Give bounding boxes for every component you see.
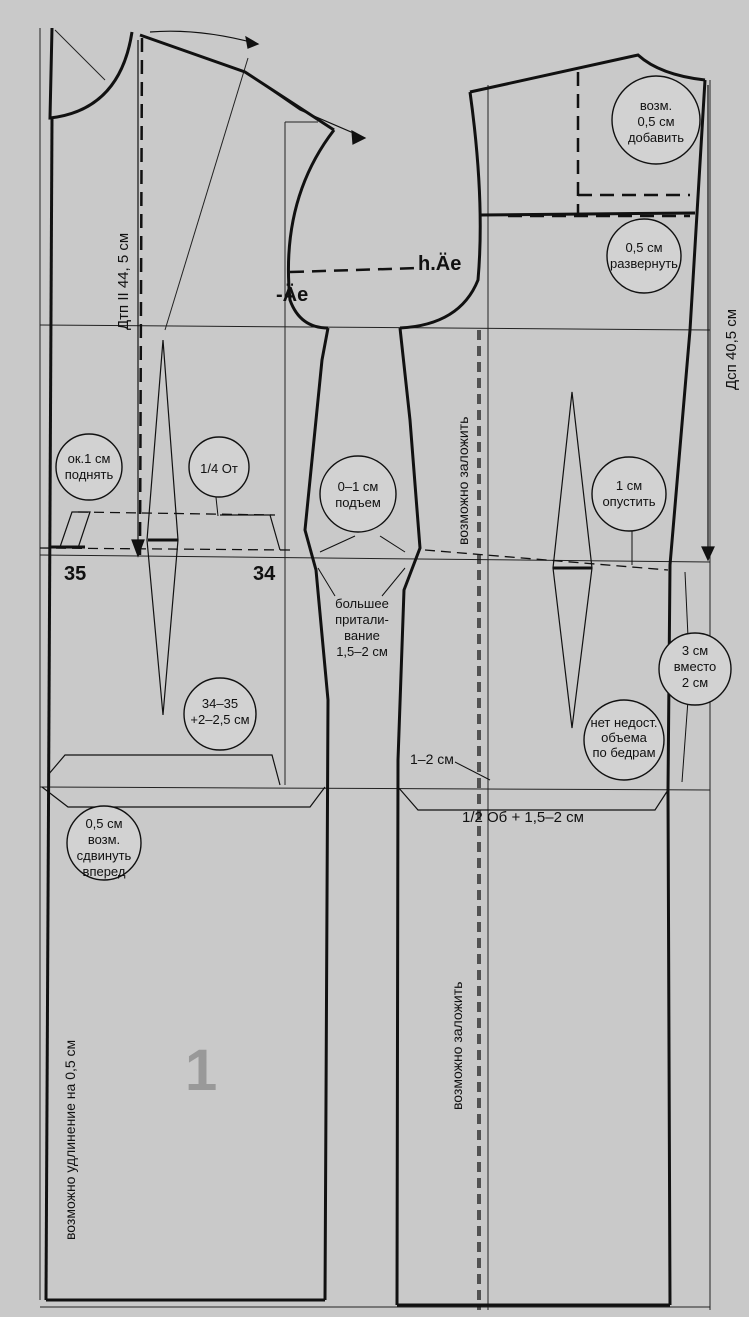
c7-l1: возм. (640, 98, 672, 113)
leader-lines (214, 487, 689, 783)
c5-l1: 34–35 (202, 696, 238, 711)
c7-l2: 0,5 см (637, 114, 674, 129)
c2-l1: 1/4 От (200, 461, 238, 476)
vertical-text-left: возможно удлинение на 0,5 см (62, 1040, 78, 1240)
c10-l3: 2 см (682, 675, 708, 690)
c11-l3: по бедрам (592, 745, 655, 760)
top-arrows (149, 30, 367, 145)
c1-l1: ок.1 см (68, 451, 111, 466)
c11-l2: объема (601, 730, 648, 745)
label-dsp: Дсп 40,5 см (723, 309, 740, 390)
label-point-35: 35 (64, 563, 86, 585)
c8-l2: развернуть (610, 256, 678, 271)
annotation-circles (55, 75, 732, 881)
circle-texts: ок.1 см поднять 1/4 От 0–1 см подъем бол… (65, 98, 716, 879)
c6-l4: вперед (83, 864, 126, 879)
label-point-34: 34 (253, 563, 276, 585)
c6-l2: возм. (88, 832, 120, 847)
c1-l2: поднять (65, 467, 114, 482)
dtp-arrow (131, 40, 145, 558)
c6-l3: сдвинуть (77, 848, 132, 863)
c5-l2: +2–2,5 см (190, 712, 249, 727)
c4-l4: 1,5–2 см (336, 644, 388, 659)
back-outline (395, 53, 707, 1307)
label-dtp: Дтп II 44, 5 см (115, 233, 132, 330)
c4-l3: вание (344, 628, 380, 643)
c9-l2: опустить (602, 494, 655, 509)
label-h-ae: h.Äe (418, 252, 461, 275)
c8-l1: 0,5 см (625, 240, 662, 255)
c3-l2: подъем (335, 495, 381, 510)
c4-l1: большее (335, 596, 389, 611)
dsp-arrow (701, 85, 715, 562)
c10-l2: вместо (674, 659, 716, 674)
big-number-1: 1 (185, 1038, 217, 1103)
c11-l1: нет недост. (590, 715, 657, 730)
label-ae: -Äe (276, 283, 308, 306)
front-outline (44, 27, 336, 1302)
vertical-text-top: возможно заложить (455, 417, 471, 545)
vertical-text-bottom: возможно заложить (449, 982, 465, 1110)
c10-l1: 3 см (682, 643, 708, 658)
c4-l2: притали- (335, 612, 389, 627)
darts (146, 339, 593, 729)
c3-l1: 0–1 см (338, 479, 379, 494)
label-half-ob: 1/2 Об + 1,5–2 см (462, 809, 584, 826)
thin-dashed-lines (39, 330, 669, 1310)
c7-l3: добавить (628, 130, 684, 145)
c9-l1: 1 см (616, 478, 642, 493)
dashed-lines (138, 37, 690, 556)
c6-l1: 0,5 см (85, 816, 122, 831)
hip-lines (41, 511, 669, 811)
label-1-2-cm: 1–2 см (410, 751, 454, 767)
